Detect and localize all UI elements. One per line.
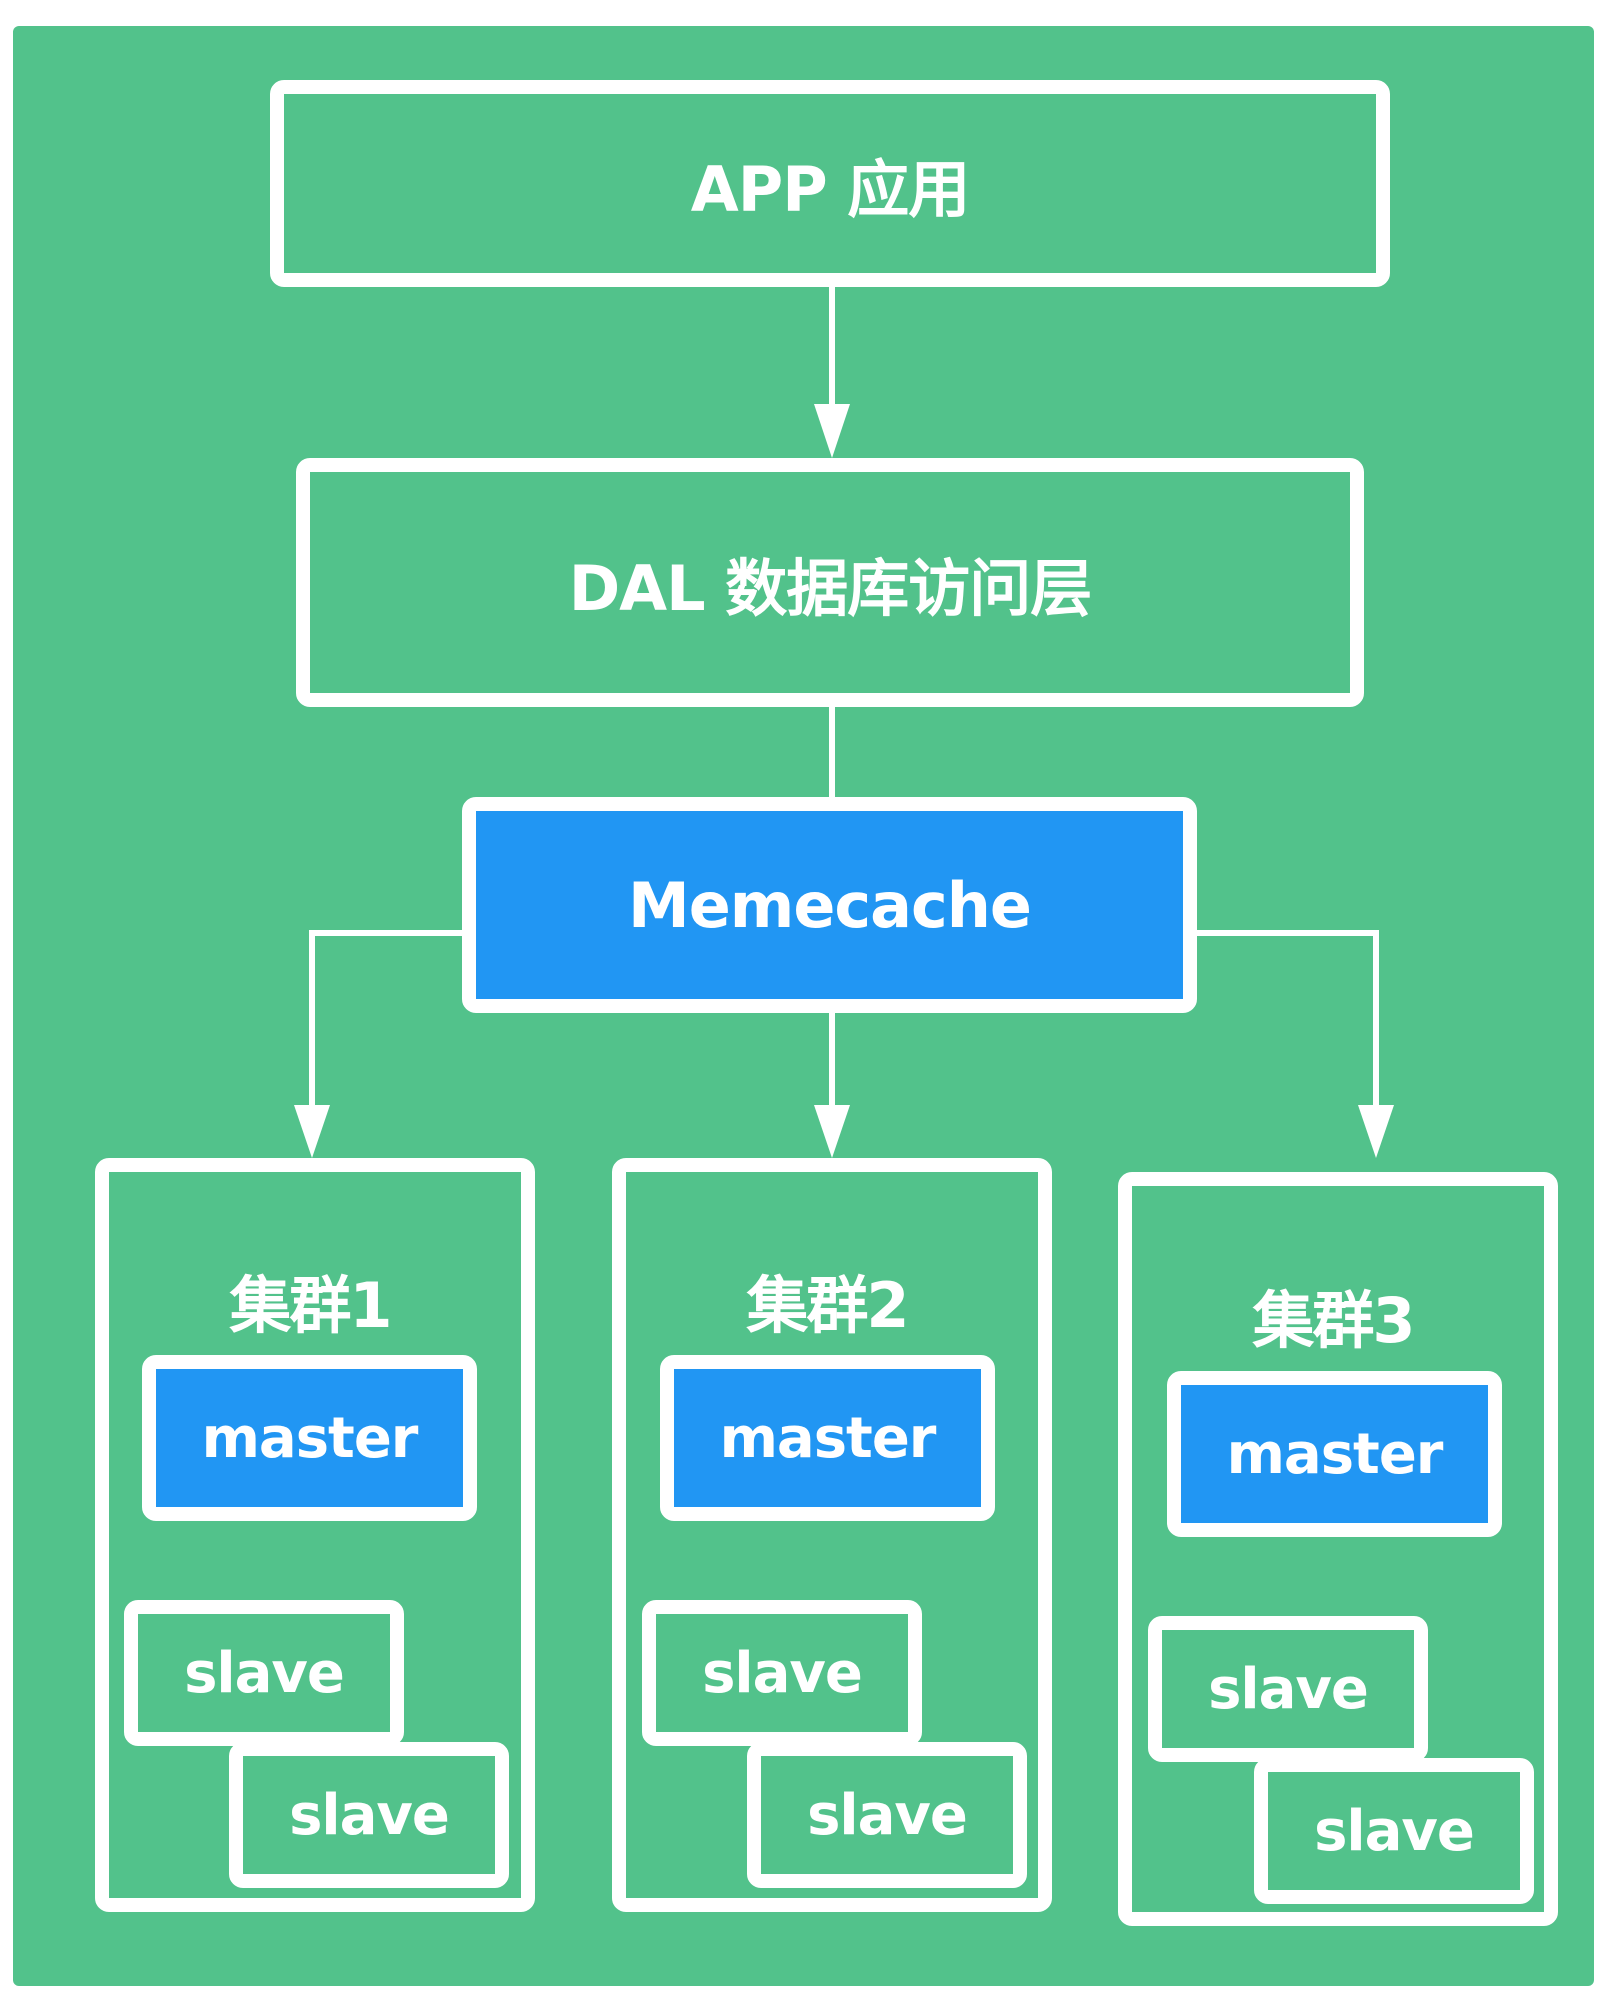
cluster-2-master-label: master <box>719 1405 937 1471</box>
app-node: APP 应用 <box>270 80 1390 287</box>
cluster-3-master-label: master <box>1226 1421 1444 1487</box>
memecache-node: Memecache <box>462 797 1197 1013</box>
cluster-1-master-label: master <box>201 1405 419 1471</box>
cluster-2-title: 集群2 <box>746 1269 909 1342</box>
edge-memecache-to-cluster3 <box>1194 930 1379 1113</box>
cluster-1-slave-b-label: slave <box>289 1782 450 1848</box>
dal-node: DAL 数据库访问层 <box>296 458 1364 707</box>
memecache-label: Memecache <box>628 868 1032 942</box>
cluster-1-slave-a: slave <box>124 1600 404 1746</box>
cluster-2-master: master <box>660 1355 995 1521</box>
cluster-3-slave-b-label: slave <box>1314 1798 1475 1864</box>
cluster-1-title: 集群1 <box>229 1269 392 1342</box>
cluster-1-slave-b: slave <box>229 1742 509 1888</box>
cluster-1-master: master <box>142 1355 477 1521</box>
cluster-3-slave-a: slave <box>1148 1616 1428 1762</box>
arrowhead-cluster3 <box>1358 1105 1394 1158</box>
arrowhead-dal <box>814 404 850 458</box>
cluster-2-slave-a-label: slave <box>702 1640 863 1706</box>
cluster-2-slave-a: slave <box>642 1600 922 1746</box>
cluster-1-slave-a-label: slave <box>184 1640 345 1706</box>
cluster-3-slave-a-label: slave <box>1208 1656 1369 1722</box>
arrowhead-cluster1 <box>294 1105 330 1158</box>
dal-label: DAL 数据库访问层 <box>568 551 1093 625</box>
arrowhead-cluster2 <box>814 1105 850 1158</box>
cluster-3-title: 集群3 <box>1252 1284 1415 1357</box>
app-label: APP 应用 <box>690 152 970 226</box>
cluster-3-master: master <box>1167 1371 1502 1537</box>
cluster-2-slave-b: slave <box>747 1742 1027 1888</box>
cluster-2-slave-b-label: slave <box>807 1782 968 1848</box>
edge-memecache-to-cluster1 <box>309 930 465 1113</box>
cluster-3-slave-b: slave <box>1254 1758 1534 1904</box>
